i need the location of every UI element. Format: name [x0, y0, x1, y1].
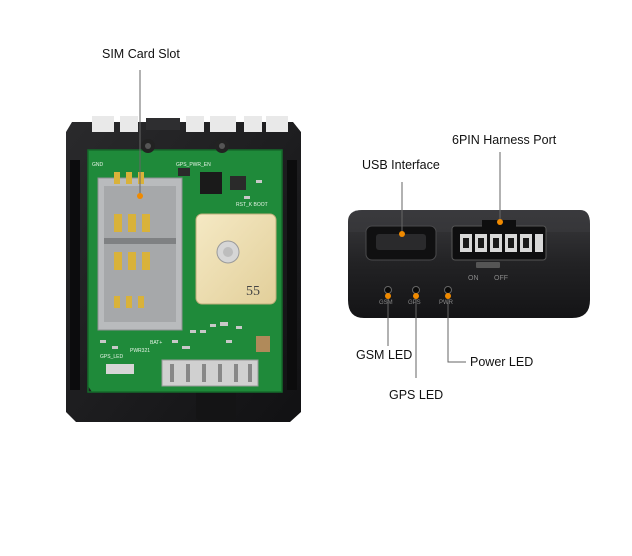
sim-card-slot-label: SIM Card Slot	[102, 47, 180, 61]
pcb-connector	[161, 359, 259, 387]
antenna-number: 55	[246, 284, 260, 299]
switch-off: OFF	[494, 275, 508, 282]
silk-bat: BAT+	[150, 340, 162, 346]
gsm-led-label: GSM LED	[356, 348, 413, 362]
gps-led-light	[412, 286, 420, 294]
closed-device: ON OFF GSM GPS PWR	[348, 210, 590, 318]
pcb-board: 55 GND GPS_PWR_EN RST_K BOOT BAT+	[87, 139, 283, 393]
switch-on: ON	[468, 275, 479, 282]
led-pwr-text: PWR	[439, 300, 454, 306]
harness-port-label: 6PIN Harness Port	[452, 133, 557, 147]
gps-led-label: GPS LED	[389, 388, 444, 402]
led-gps-text: GPS	[408, 300, 421, 306]
silk-rst: RST_K BOOT	[236, 202, 268, 208]
power-led-light	[444, 286, 452, 294]
usb-interface-label: USB Interface	[362, 158, 440, 172]
power-switch	[476, 262, 500, 268]
sim-callout	[137, 70, 143, 199]
silk-gps-led: GPS_LED	[100, 354, 123, 360]
power-callout	[447, 296, 466, 363]
led-gsm-text: GSM	[379, 300, 393, 306]
silk-gnd: GND	[92, 162, 104, 168]
silk-pwr: PWR321	[130, 348, 150, 354]
gsm-led-light	[384, 286, 392, 294]
silk-gps: GPS_PWR_EN	[176, 162, 211, 168]
power-led-label: Power LED	[470, 355, 534, 369]
